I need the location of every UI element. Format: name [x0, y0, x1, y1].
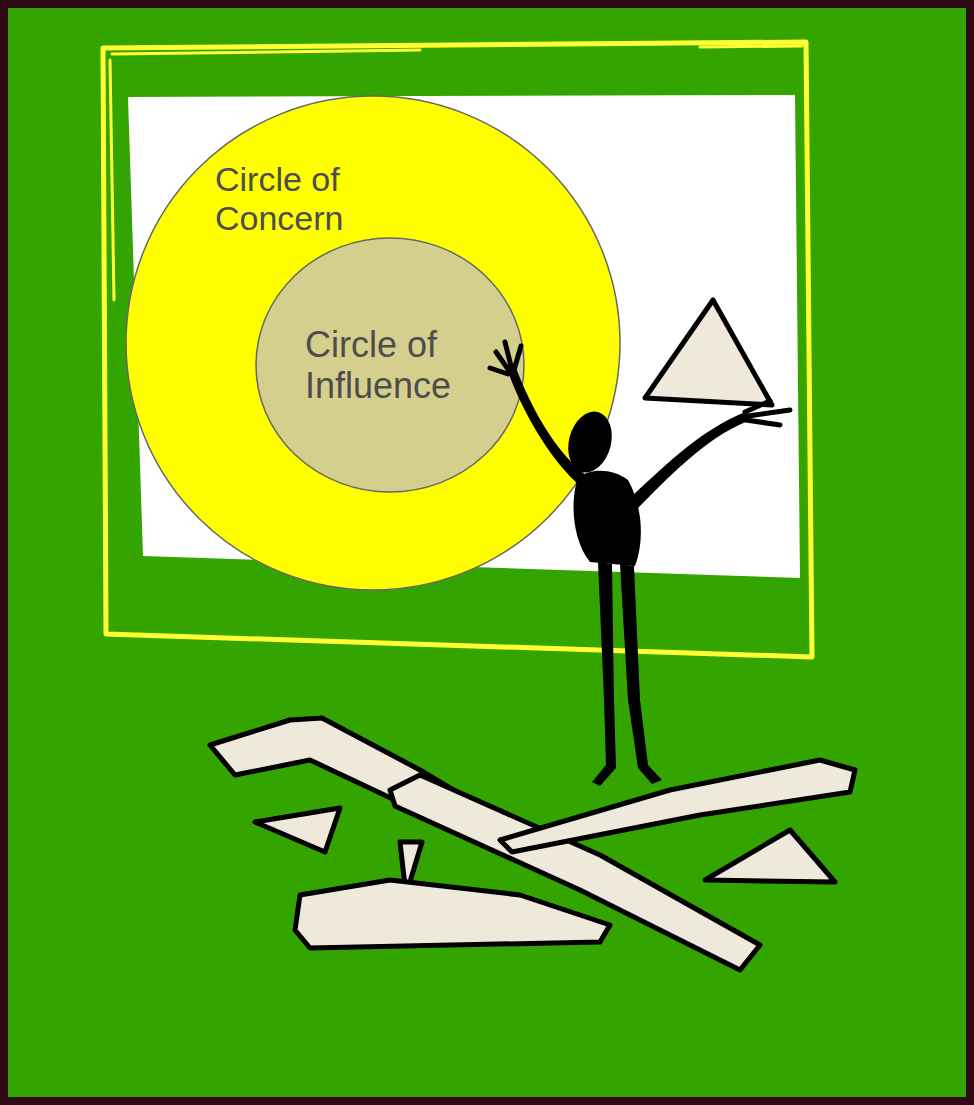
influence-circle: Circle of Influence [255, 237, 525, 493]
figure-leg [592, 562, 616, 786]
circle-label: Circle of Influence [305, 324, 475, 407]
green-panel [8, 8, 966, 1097]
concern-circle: Circle of ConcernCircle of Influence [125, 95, 621, 591]
board-frame [103, 42, 812, 657]
circle-fill [256, 238, 524, 492]
circle-fill [126, 96, 620, 590]
triangle-piece [645, 300, 772, 405]
broken-piece [295, 880, 610, 948]
circle-label: Circle of Concern [215, 160, 365, 238]
figure-arm [628, 412, 748, 510]
broken-piece [705, 830, 835, 882]
broken-piece [500, 760, 855, 852]
figure-hand [745, 401, 790, 425]
figure-leg [620, 564, 662, 784]
broken-piece [255, 808, 340, 852]
broken-pieces [210, 718, 855, 970]
